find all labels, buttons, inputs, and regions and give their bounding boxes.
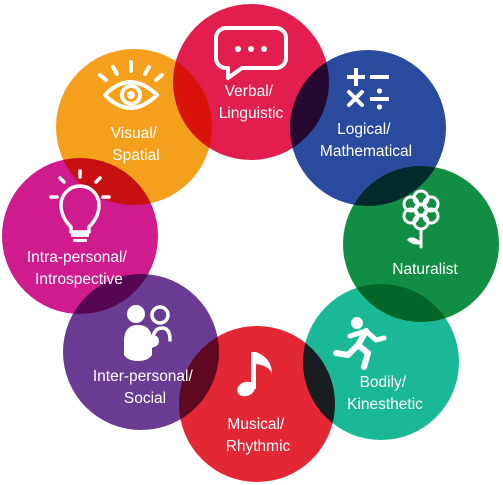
eye-icon: [98, 60, 164, 110]
label-verbal: Verbal/ Linguistic: [219, 83, 284, 122]
circle-verbal: [173, 4, 329, 160]
label-intrapersonal: Intra-personal/ Introspective: [27, 249, 131, 288]
label-interpersonal: Inter-personal/ Social: [93, 368, 197, 407]
circle-musical: [179, 326, 335, 482]
speech-bubble-icon: [214, 26, 288, 80]
circle-bodily: [303, 284, 459, 440]
math-operators-icon: [347, 68, 389, 110]
running-person-icon: [333, 317, 387, 370]
circle-logical: [290, 50, 446, 206]
people-icon: [124, 305, 172, 361]
label-logical: Logical/ Mathematical: [320, 121, 412, 160]
music-note-icon: [237, 352, 272, 397]
flower-icon: [402, 189, 440, 249]
light-bulb-icon: [49, 169, 111, 242]
label-bodily: Bodily/ Kinesthetic: [347, 374, 423, 413]
circle-visual: [56, 49, 212, 205]
label-naturalist: Naturalist: [392, 261, 458, 278]
label-visual: Visual/ Spatial: [111, 125, 162, 164]
label-musical: Musical/ Rhythmic: [226, 416, 291, 455]
